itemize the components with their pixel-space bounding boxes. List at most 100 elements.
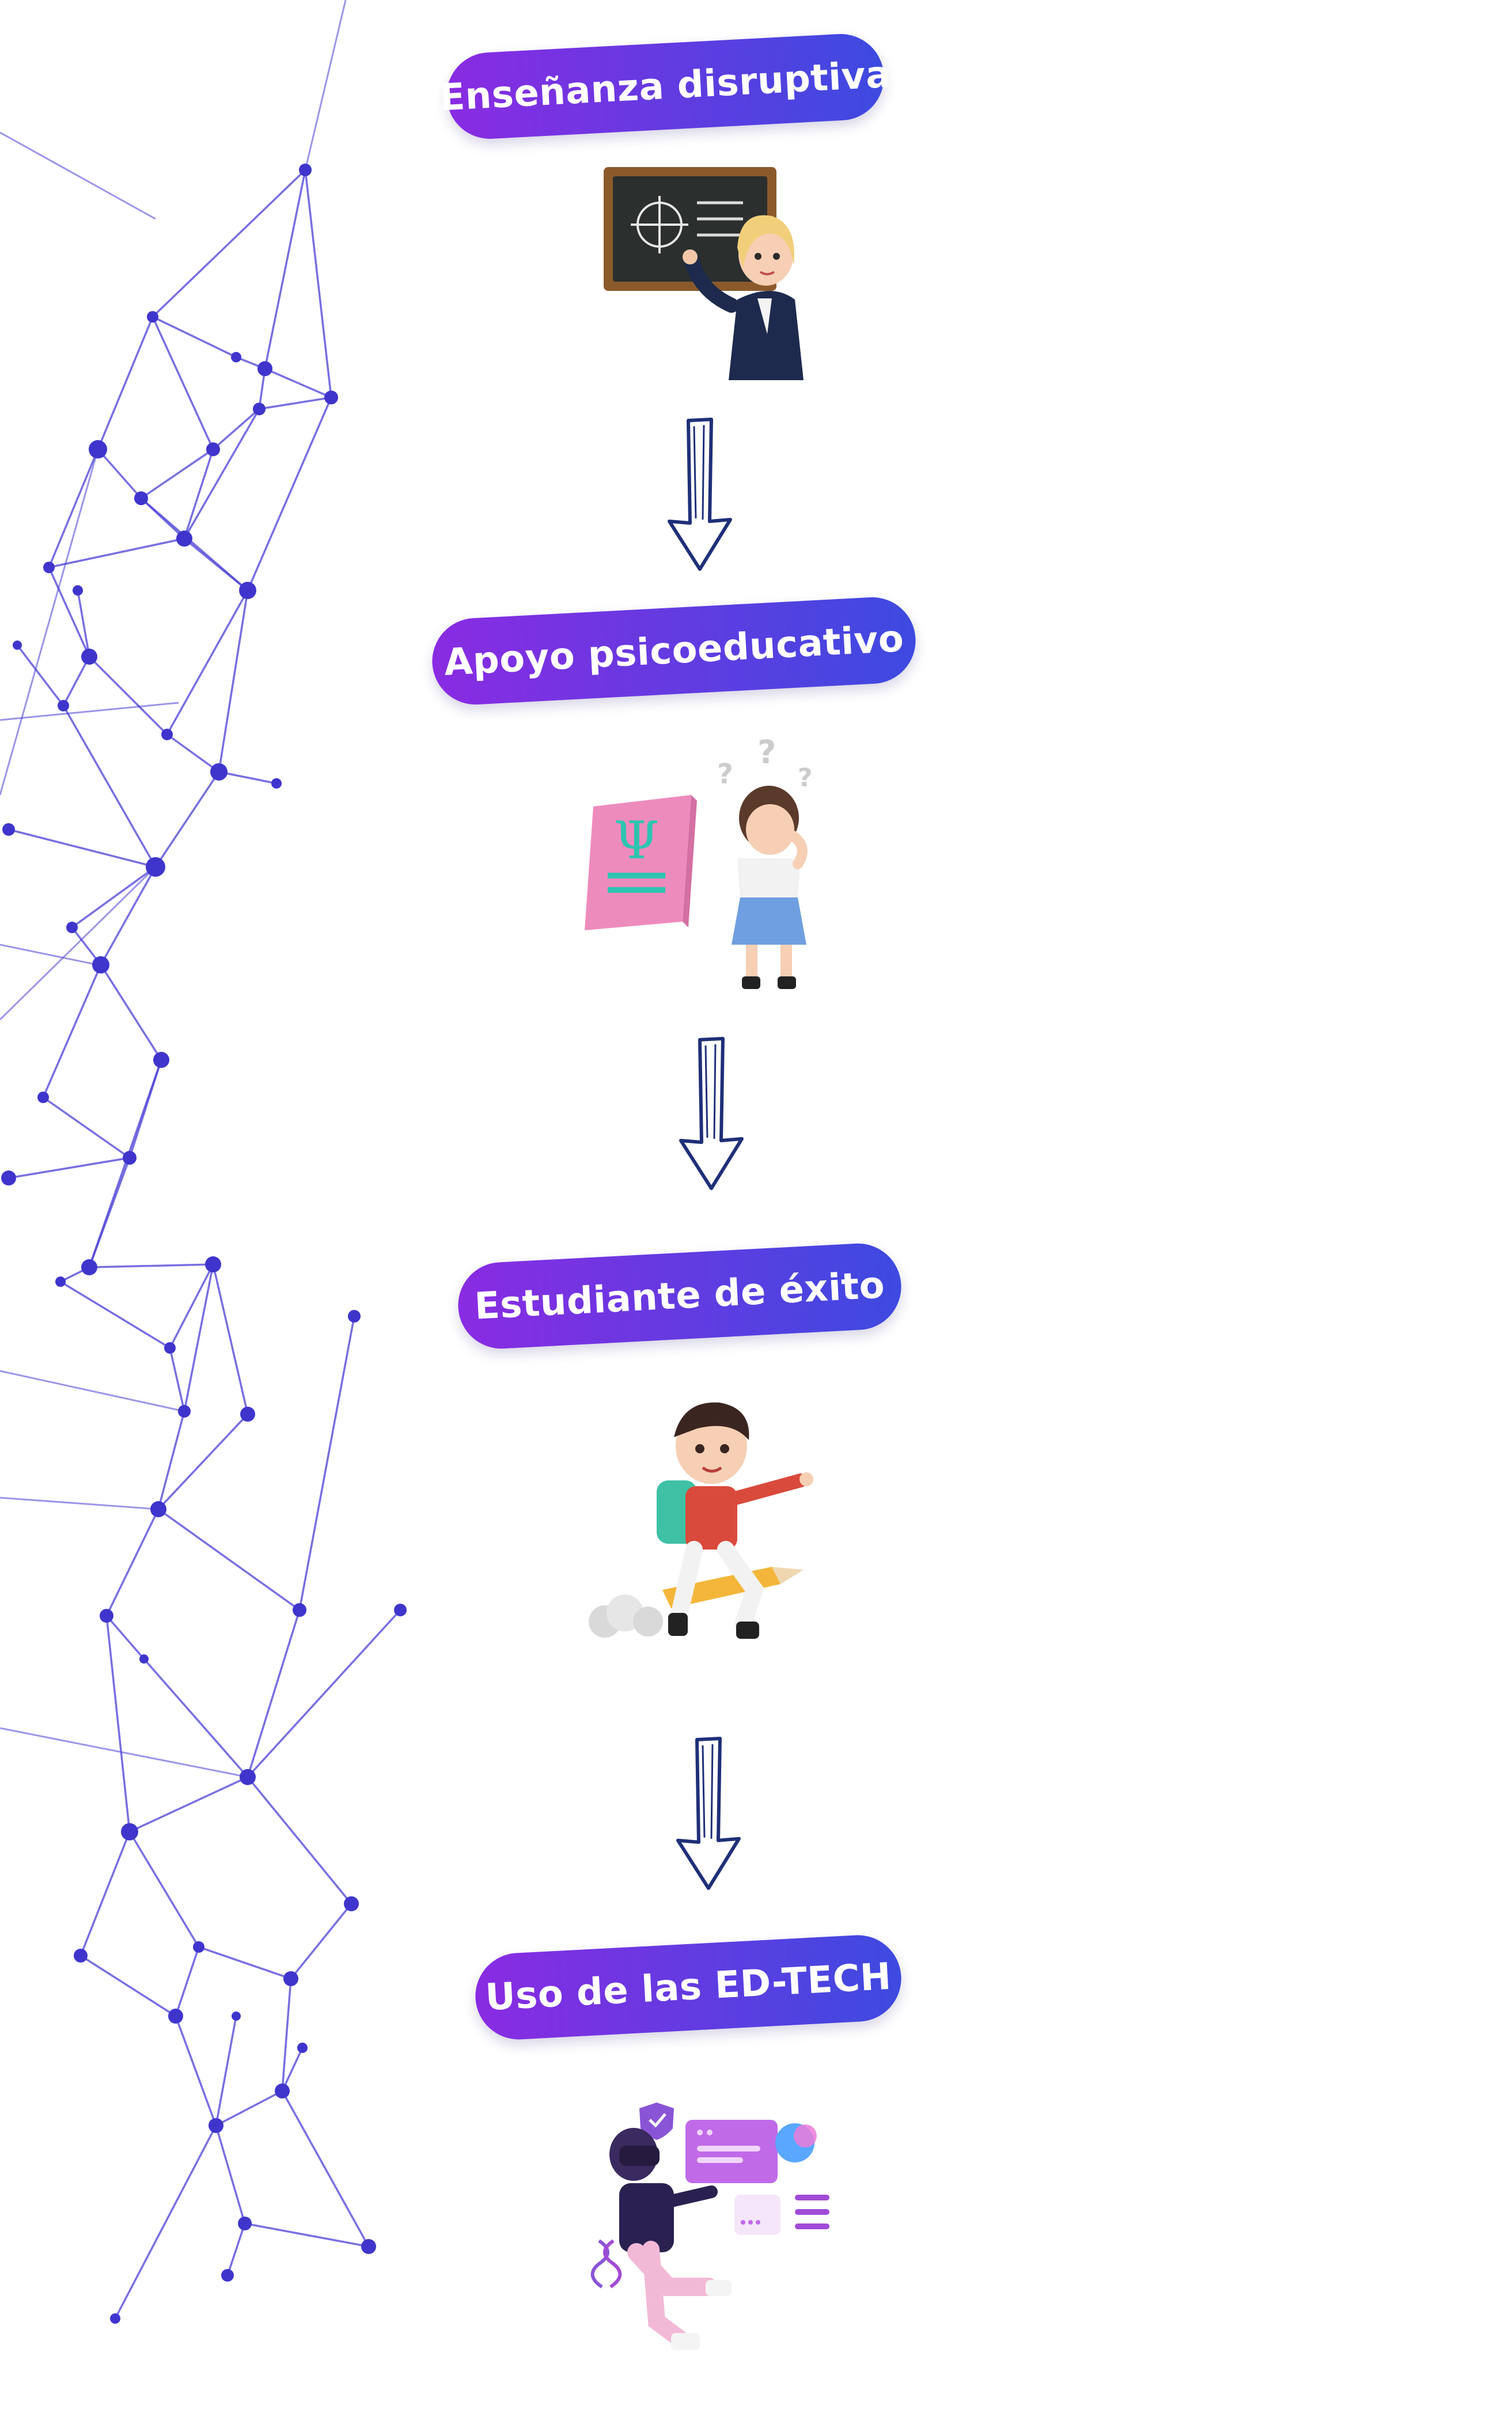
- network-line: [48, 537, 185, 569]
- network-line: [218, 771, 277, 785]
- network-line: [129, 1776, 248, 1833]
- network-node: [205, 1256, 221, 1272]
- network-line: [281, 1978, 292, 2092]
- network-line: [247, 1609, 301, 1778]
- network-line: [42, 964, 102, 1098]
- network-node: [361, 2239, 376, 2254]
- network-node: [394, 1604, 407, 1616]
- network-line: [215, 2090, 283, 2127]
- network-line: [298, 1316, 355, 1611]
- network-node: [344, 1896, 359, 1911]
- network-line: [62, 656, 90, 706]
- network-line: [166, 590, 249, 735]
- network-line: [183, 449, 214, 539]
- network-line: [100, 866, 157, 965]
- network-line: [105, 1615, 145, 1660]
- network-line: [264, 169, 306, 369]
- network-node: [1, 1170, 16, 1185]
- network-line: [0, 131, 156, 220]
- step-label-ensenanza-disruptiva: Enseñanza disruptiva: [439, 32, 892, 141]
- network-node: [240, 1407, 255, 1422]
- network-line: [97, 316, 154, 450]
- network-line: [169, 1347, 185, 1412]
- network-line: [48, 567, 90, 657]
- psychology-book-girl-illustration: Ψ ? ? ?: [585, 737, 813, 989]
- network-line: [80, 1954, 176, 2017]
- vr-edtech-illustration: [590, 2103, 829, 2350]
- network-node: [293, 1603, 306, 1617]
- network-line: [183, 537, 249, 592]
- network-line: [0, 1497, 159, 1510]
- network-node: [121, 1823, 138, 1840]
- network-line: [88, 1157, 131, 1268]
- network-line: [259, 396, 332, 410]
- network-node: [297, 2043, 308, 2053]
- network-node: [74, 1949, 88, 1963]
- network-line: [151, 316, 214, 450]
- network-node: [178, 1405, 191, 1418]
- network-graph-decoration: [0, 0, 407, 2324]
- network-line: [0, 944, 98, 966]
- network-line: [0, 866, 157, 1021]
- network-line: [175, 2016, 217, 2126]
- network-node: [139, 1654, 149, 1664]
- network-node: [231, 352, 241, 362]
- network-node: [92, 956, 109, 973]
- network-line: [226, 2223, 246, 2276]
- network-line: [157, 1508, 301, 1611]
- network-line: [215, 2016, 237, 2126]
- network-line: [151, 169, 306, 318]
- network-node: [161, 729, 173, 740]
- network-line: [42, 1096, 131, 1159]
- network-line: [281, 2090, 370, 2247]
- network-line: [169, 1264, 214, 1348]
- network-node: [299, 164, 312, 176]
- down-arrow-3: [676, 1737, 741, 1890]
- network-node: [153, 1052, 169, 1068]
- network-node: [43, 562, 55, 573]
- network-line: [304, 0, 347, 171]
- network-node: [73, 585, 83, 596]
- network-node: [275, 2084, 290, 2098]
- network-node: [239, 582, 256, 599]
- network-line: [105, 1509, 160, 1616]
- network-line: [154, 771, 220, 868]
- network-line: [89, 1263, 214, 1268]
- network-node: [257, 361, 272, 376]
- network-line: [157, 1411, 185, 1510]
- network-node: [146, 857, 165, 877]
- network-node: [283, 1971, 298, 1986]
- network-line: [290, 1903, 353, 1980]
- network-line: [212, 408, 260, 450]
- network-line: [71, 866, 157, 929]
- network-node: [110, 2313, 120, 2324]
- network-line: [215, 2125, 246, 2224]
- svg-text:?: ?: [757, 737, 776, 771]
- svg-text:Ψ: Ψ: [614, 810, 660, 871]
- network-node: [13, 641, 22, 650]
- svg-text:?: ?: [798, 763, 813, 793]
- network-line: [0, 449, 99, 796]
- student-flying-pencil-illustration: [589, 1402, 813, 1639]
- network-node: [206, 442, 220, 456]
- network-line: [114, 2125, 217, 2319]
- step-label-apoyo-psicoeducativo: Apoyo psicoeducativo: [430, 595, 918, 707]
- network-line: [183, 408, 260, 539]
- network-line: [88, 656, 168, 736]
- network-line: [16, 644, 65, 707]
- network-line: [62, 705, 157, 868]
- network-node: [324, 391, 338, 404]
- network-node: [2, 823, 15, 836]
- network-node: [37, 1092, 49, 1103]
- network-node: [147, 311, 158, 323]
- network-line: [141, 448, 214, 499]
- network-node: [253, 403, 266, 415]
- network-line: [264, 368, 332, 399]
- network-line: [0, 702, 179, 721]
- network-line: [218, 590, 249, 772]
- network-node: [240, 1769, 256, 1785]
- network-node: [210, 763, 228, 781]
- network-line: [97, 448, 142, 499]
- network-line: [77, 590, 90, 657]
- network-node: [348, 1310, 361, 1323]
